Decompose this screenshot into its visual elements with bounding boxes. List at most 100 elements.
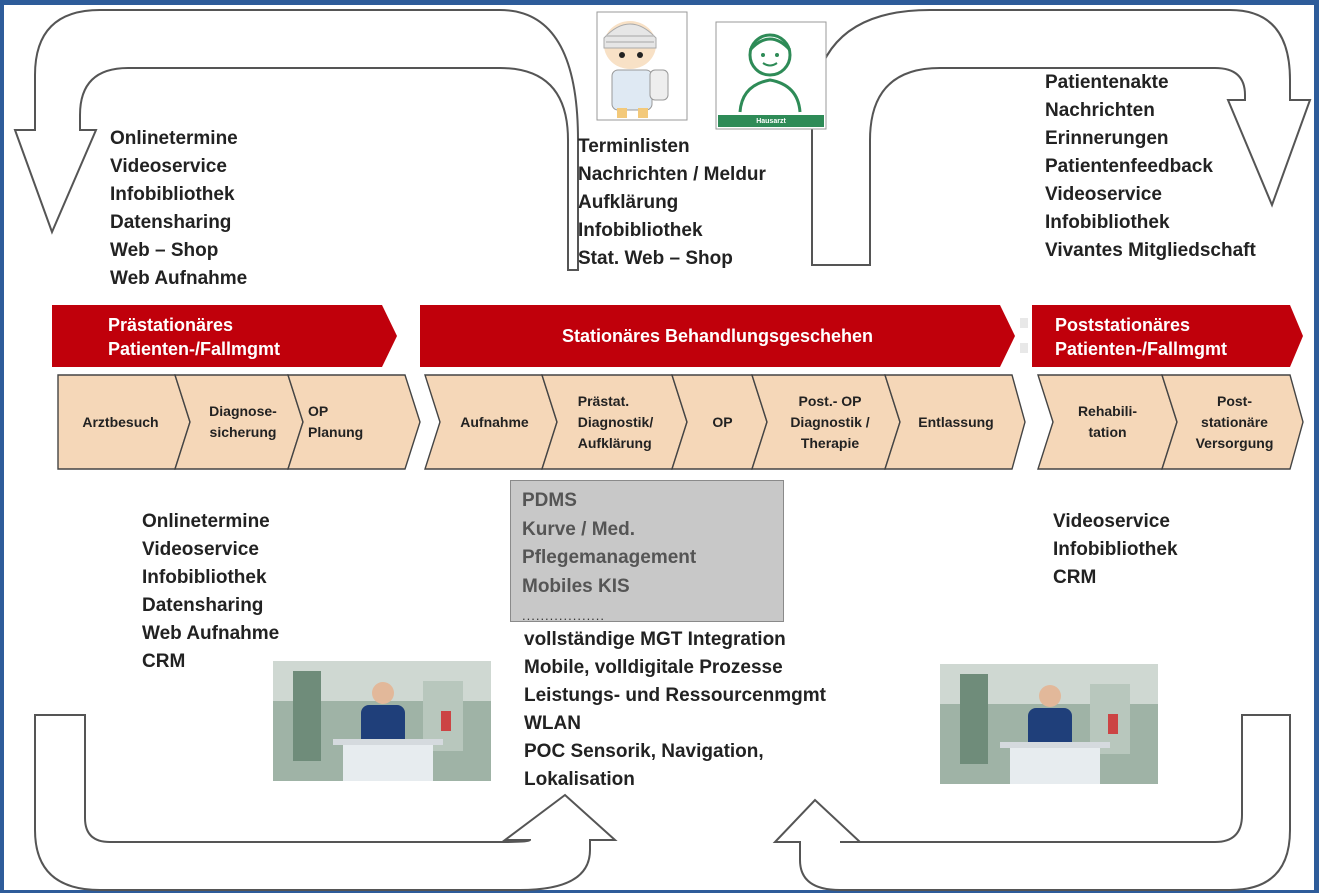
nurse-photo-right xyxy=(940,664,1158,784)
list-item: Datensharing xyxy=(142,595,264,616)
gray-box-dots: .................. xyxy=(522,608,606,623)
step-entlassung: Entlassung xyxy=(897,375,1015,469)
step-entlassung-shape xyxy=(884,374,1026,470)
list-item: Videoservice xyxy=(142,539,259,560)
step-label: Arztbesuch xyxy=(82,413,159,430)
patient-illustration xyxy=(596,11,688,121)
step-label: Aufnahme xyxy=(460,413,529,430)
step-aufnahme: Aufnahme xyxy=(437,375,552,469)
list-item: Vivantes Mitgliedschaft xyxy=(1045,240,1256,261)
step-diagnose: Diagnose-sicherung xyxy=(188,375,298,469)
doctor-caption: Hausarzt xyxy=(756,117,786,125)
list-item: Videoservice xyxy=(1053,511,1170,532)
nurse-photo-left-image xyxy=(273,661,491,781)
phase-post-line: Poststationäres xyxy=(1055,315,1191,335)
step-poststat-shape xyxy=(1161,374,1304,470)
step-label: OP xyxy=(712,413,733,430)
list-item: Infobibliothek xyxy=(1053,539,1178,560)
step-label: Diagnostik/ xyxy=(577,413,654,430)
list-item: Kurve / Med. xyxy=(522,518,635,540)
bottom-right-curved-arrow xyxy=(772,714,1291,891)
list-item: Videoservice xyxy=(110,156,227,177)
top-center-list: Terminlisten Nachrichten / Meldur Aufklä… xyxy=(578,133,814,273)
list-item: Mobiles KIS xyxy=(522,575,630,597)
phase-pre-line: Patienten-/Fallmgmt xyxy=(108,339,281,359)
list-item: Lokalisation xyxy=(524,769,635,790)
phase-post-arrow xyxy=(1032,305,1303,367)
list-item: Videoservice xyxy=(1045,184,1162,205)
nurse-photo-left xyxy=(273,661,491,781)
frame-right-border xyxy=(1314,0,1319,893)
top-right-list: Patientenakte Nachrichten Erinnerungen P… xyxy=(1045,69,1256,265)
gray-box-list: PDMS Kurve / Med. Pflegemanagement Mobil… xyxy=(522,487,696,601)
step-label: Versorgung xyxy=(1195,434,1274,451)
list-item: Web – Shop xyxy=(110,240,219,261)
gray-system-box xyxy=(510,480,784,622)
list-item: Web Aufnahme xyxy=(142,623,280,644)
list-item: Nachrichten / Meldur xyxy=(578,164,766,185)
list-item: vollständige MGT Integration xyxy=(524,629,786,650)
list-item: Nachrichten xyxy=(1045,100,1155,121)
list-item: Infobibliothek xyxy=(142,567,267,588)
list-item: Terminlisten xyxy=(578,136,690,157)
list-item: CRM xyxy=(1053,567,1097,588)
phase-pre-arrow xyxy=(52,305,397,367)
step-label: Rehabili- xyxy=(1077,403,1138,419)
list-item: Leistungs- und Ressourcenmgmt xyxy=(524,685,826,706)
list-item: Patientenakte xyxy=(1045,72,1169,93)
top-left-list: Onlinetermine Videoservice Infobibliothe… xyxy=(110,125,247,293)
bottom-center-list: vollständige MGT Integration Mobile, vol… xyxy=(524,626,826,794)
frame-left-border xyxy=(0,0,4,893)
phase-stat-arrow xyxy=(420,305,1015,367)
phase-post-line: Patienten-/Fallmgmt xyxy=(1055,339,1228,359)
step-label: stationäre xyxy=(1201,413,1268,430)
step-label: Planung xyxy=(308,424,364,440)
doctor-illustration xyxy=(715,21,827,130)
step-label: sicherung xyxy=(209,424,277,440)
list-item: Aufklärung xyxy=(578,192,679,213)
list-item: CRM xyxy=(142,651,186,672)
list-item: Patientenfeedback xyxy=(1045,156,1213,177)
step-op: OP xyxy=(685,375,760,469)
list-item: Infobibliothek xyxy=(110,184,235,205)
top-left-curved-arrow xyxy=(13,9,579,271)
list-item: Datensharing xyxy=(110,212,232,233)
step-op-planung: OP Planung xyxy=(300,375,415,469)
list-item: PDMS xyxy=(522,490,577,511)
list-item: Onlinetermine xyxy=(110,128,238,149)
phase-stat-label: Stationäres Behandlungsgeschehen xyxy=(561,325,874,346)
list-item: Stat. Web – Shop xyxy=(578,248,733,269)
list-item: Pflegemanagement xyxy=(522,547,697,568)
list-item: POC Sensorik, Navigation, xyxy=(524,741,764,762)
list-item: Onlinetermine xyxy=(142,511,270,532)
step-label: Post- xyxy=(1216,392,1252,409)
step-label: Aufklärung xyxy=(577,434,652,451)
top-right-curved-arrow xyxy=(811,9,1312,266)
step-label: Entlassung xyxy=(918,413,994,430)
step-label: Post.- OP xyxy=(798,392,862,409)
bottom-left-list: Onlinetermine Videoservice Infobibliothe… xyxy=(142,508,279,676)
list-item: Infobibliothek xyxy=(578,220,703,241)
list-item: Mobile, volldigitale Prozesse xyxy=(524,657,783,678)
step-op-planung-shape xyxy=(287,374,421,470)
list-item: Erinnerungen xyxy=(1045,128,1169,149)
step-label: tation xyxy=(1088,424,1127,440)
step-label: Diagnostik / xyxy=(790,413,870,430)
frame-bottom-border xyxy=(0,890,1319,893)
step-label: Prästat. xyxy=(577,392,630,409)
step-reha: Rehabili-tation xyxy=(1050,375,1165,469)
list-item: Infobibliothek xyxy=(1045,212,1170,233)
list-item: WLAN xyxy=(524,713,581,734)
bottom-right-list: Videoservice Infobibliothek CRM xyxy=(1053,508,1178,592)
bottom-left-curved-arrow xyxy=(34,714,618,891)
step-label: OP xyxy=(308,403,329,419)
step-praestat: Prästat. Diagnostik/Aufklärung xyxy=(553,375,678,469)
nurse-photo-right-image xyxy=(940,664,1158,784)
step-arztbesuch: Arztbesuch xyxy=(58,375,183,469)
phase-post-label: Poststationäres Patienten-/Fallmgmt xyxy=(1055,313,1227,361)
frame-top-border xyxy=(0,0,1319,5)
phase-pre-label: Prästationäres Patienten-/Fallmgmt xyxy=(108,313,280,361)
